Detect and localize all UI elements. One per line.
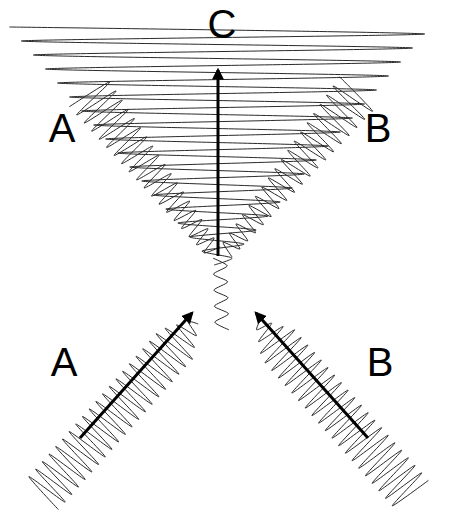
arrow-group [80,70,368,438]
beam-label: C [208,4,237,44]
beam-label: B [365,108,392,148]
beam-label: A [51,342,78,382]
wave-line [223,77,373,257]
wave-line [69,82,220,253]
beam-label: A [49,108,76,148]
wave-line [9,27,424,265]
wave-line [213,258,229,330]
direction-arrow [217,70,220,256]
direction-arrow [256,313,368,438]
wave-line [256,320,428,506]
direction-arrow [80,313,192,438]
wave-line [29,321,198,509]
wave-group [9,27,428,510]
beam-label: B [367,342,394,382]
